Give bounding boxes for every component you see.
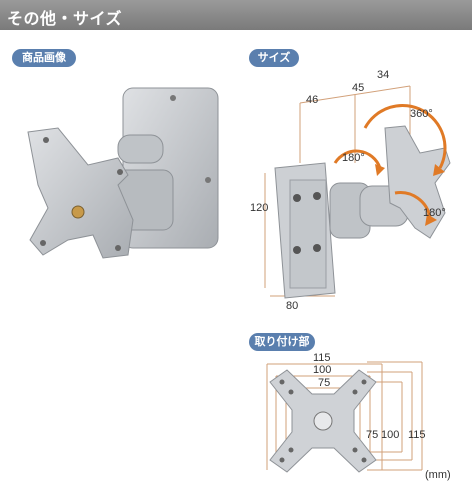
unit-label: (mm) (425, 469, 451, 481)
rot-360: 360° (410, 108, 433, 120)
section-label-size: サイズ (249, 49, 299, 67)
mount-100-height: 100 (381, 429, 400, 441)
dim-120: 120 (250, 202, 269, 214)
mount-115-height: 115 (408, 429, 426, 441)
section-label-product-image: 商品画像 (12, 49, 76, 67)
mount-75-width: 75 (318, 377, 331, 389)
mount-115-width: 115 (313, 352, 331, 364)
size-diagram (264, 85, 451, 299)
dim-80: 80 (286, 300, 299, 312)
mount-75-height: 75 (366, 429, 379, 441)
mount-100-width: 100 (313, 364, 332, 376)
section-label-mount: 取り付け部 (249, 333, 315, 351)
rot-180-b: 180° (423, 207, 446, 219)
rot-180-a: 180° (342, 152, 365, 164)
dim-46: 46 (306, 94, 319, 106)
mount-diagram (266, 361, 423, 473)
product-photo (27, 87, 219, 259)
header-bar: その他・サイズ (0, 0, 472, 30)
dim-45: 45 (352, 82, 365, 94)
page-title: その他・サイズ (7, 11, 123, 28)
dim-34: 34 (377, 69, 390, 81)
